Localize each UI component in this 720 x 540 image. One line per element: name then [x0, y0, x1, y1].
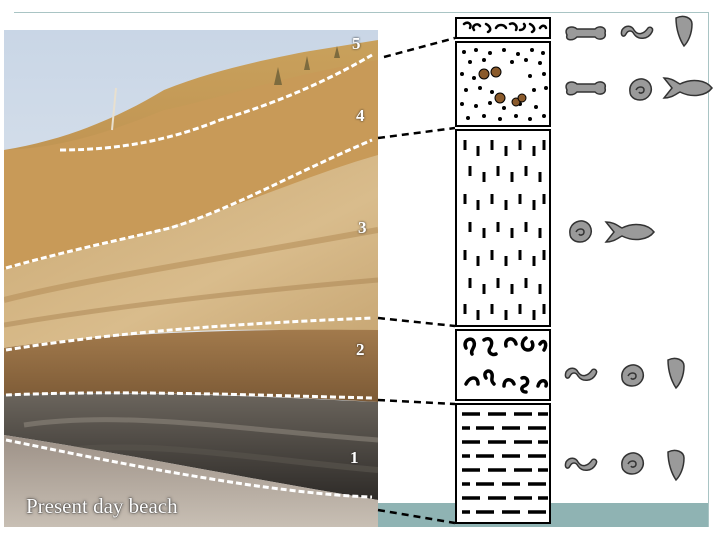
layer-number-3: 3: [358, 218, 367, 238]
layer-number-1: 1: [350, 448, 359, 468]
layer-number-5: 5: [352, 34, 361, 54]
teal-footer-bar: [378, 503, 708, 527]
frame-right-line: [708, 12, 709, 527]
layer-number-2: 2: [356, 340, 365, 360]
present-day-beach-caption: Present day beach: [26, 494, 178, 519]
layer-number-4: 4: [356, 106, 365, 126]
cliff-photo: [4, 30, 378, 527]
frame-top-line: [14, 12, 708, 13]
